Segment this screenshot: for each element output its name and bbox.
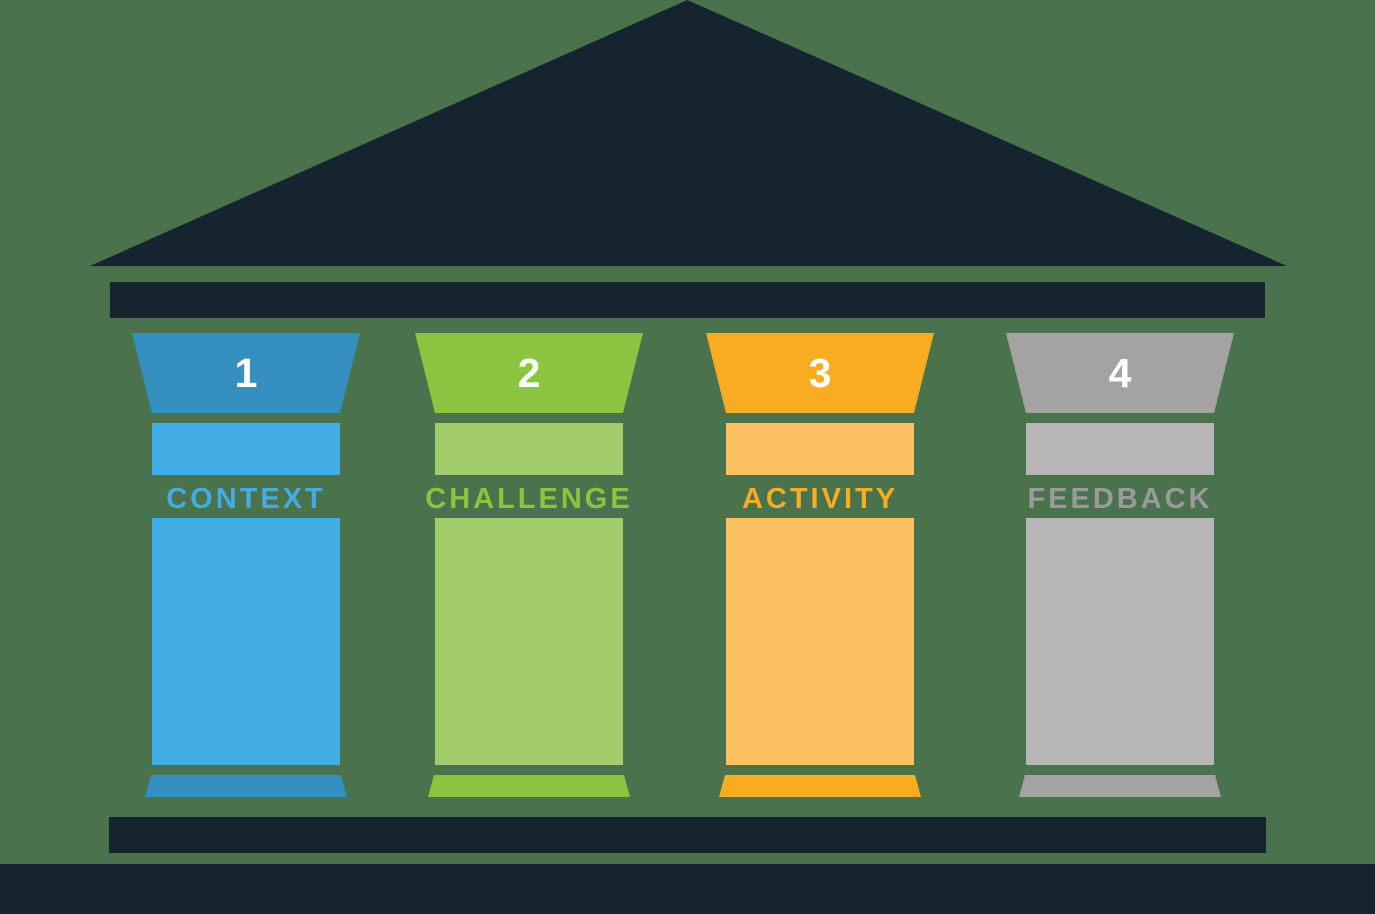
pillar-neck-band xyxy=(152,423,340,475)
pillar-neck-band xyxy=(726,423,914,475)
pillar-number: 3 xyxy=(808,349,832,396)
pillar-label: FEEDBACK xyxy=(1027,483,1213,515)
pillar-base-foot xyxy=(1019,775,1221,797)
pillar-shaft xyxy=(435,518,623,765)
pillar-shaft xyxy=(726,518,914,765)
pillar-activity: 3 ACTIVITY xyxy=(706,333,934,797)
pillar-number: 2 xyxy=(517,349,541,396)
pillar-capital: 4 xyxy=(1006,333,1234,413)
pillar-challenge: 2 CHALLENGE xyxy=(415,333,643,797)
ground-band xyxy=(0,864,1375,914)
pillar-capital: 2 xyxy=(415,333,643,413)
pillar-label: CHALLENGE xyxy=(425,483,633,515)
pillar-shaft xyxy=(1026,518,1214,765)
pillar-number: 4 xyxy=(1108,349,1132,396)
entablature-beam xyxy=(110,282,1265,318)
pillar-label: CONTEXT xyxy=(166,483,326,515)
pillar-capital: 3 xyxy=(706,333,934,413)
pillar-feedback: 4 FEEDBACK xyxy=(1006,333,1234,797)
pillar-label: ACTIVITY xyxy=(741,483,899,515)
pillar-context: 1 CONTEXT xyxy=(132,333,360,797)
pillar-base-foot xyxy=(428,775,630,797)
pediment-roof-triangle xyxy=(90,0,1287,266)
pillar-neck-band xyxy=(435,423,623,475)
pillar-shaft xyxy=(152,518,340,765)
stylobate-beam xyxy=(109,817,1266,853)
pillar-number: 1 xyxy=(234,349,258,396)
pillar-base-foot xyxy=(145,775,347,797)
pillar-capital: 1 xyxy=(132,333,360,413)
pillar-neck-band xyxy=(1026,423,1214,475)
pillar-base-foot xyxy=(719,775,921,797)
